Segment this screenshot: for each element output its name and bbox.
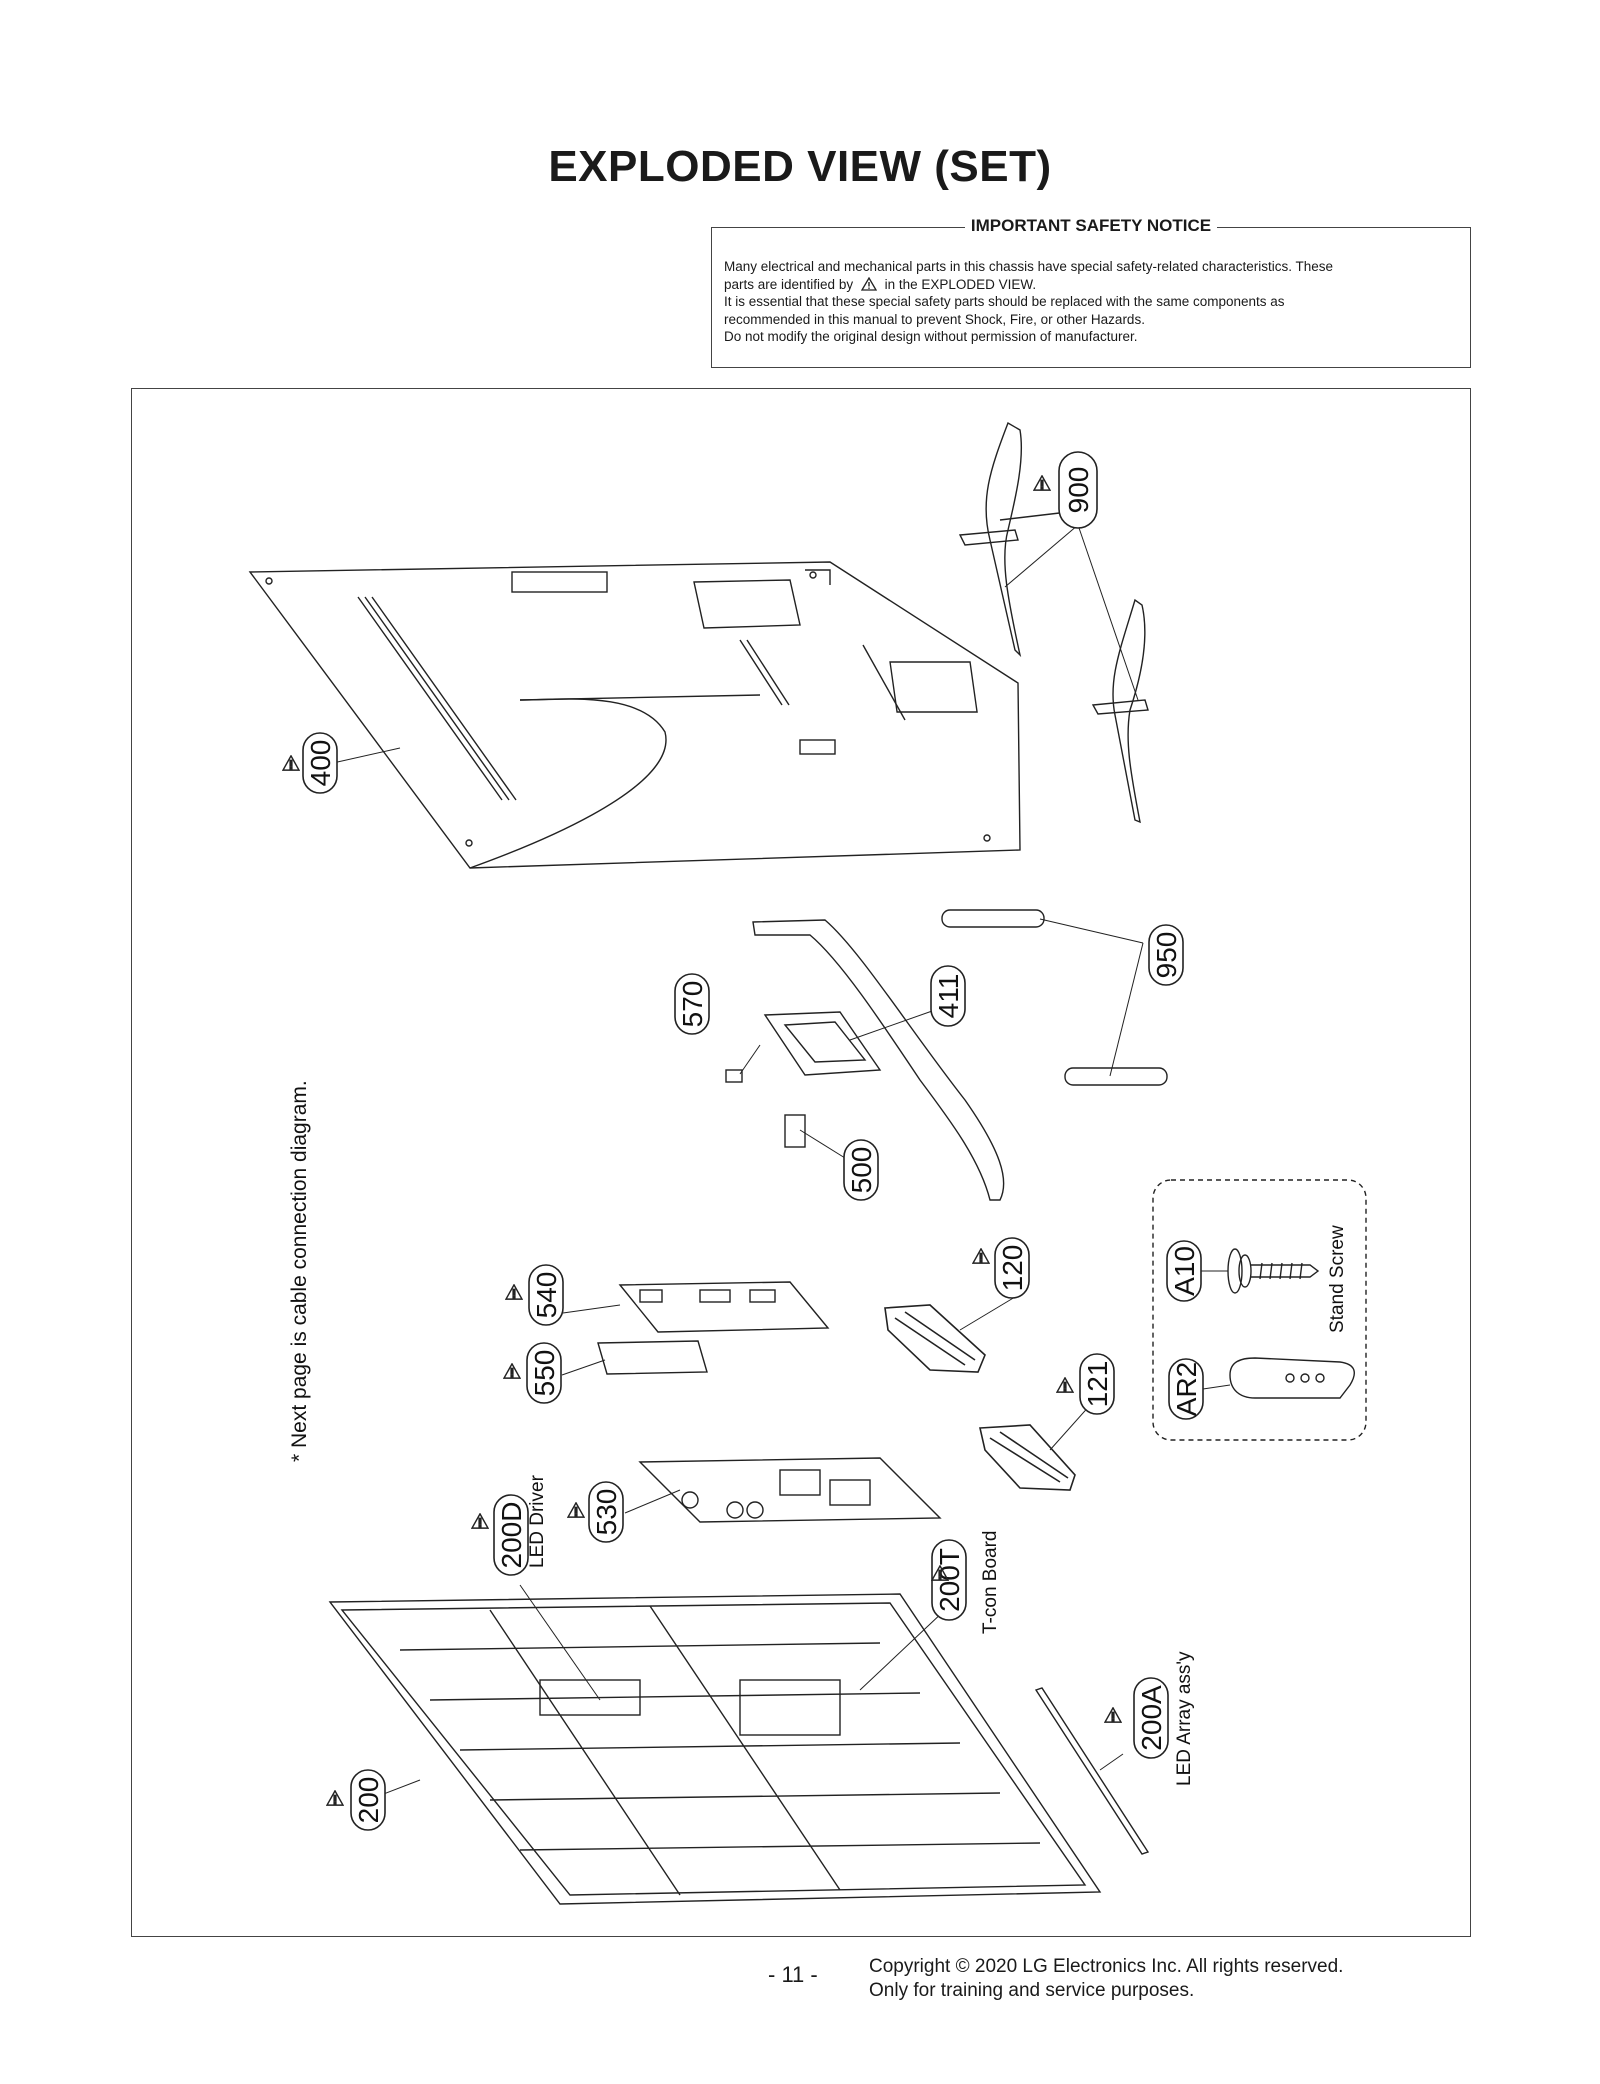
shield-covers-drawing: [884, 1304, 1076, 1491]
page-number: - 11 -: [768, 1962, 818, 1987]
svg-text:AR2: AR2: [1171, 1362, 1202, 1416]
svg-text:121: 121: [1082, 1361, 1113, 1408]
side-note: * Next page is cable connection diagram.: [288, 1080, 311, 1462]
warning-icon-120: [972, 1248, 990, 1264]
leader-lines: [332, 524, 1231, 1801]
callout-411: 411: [930, 965, 966, 1027]
power-board-drawing: [638, 1457, 942, 1523]
notice-line-5: Do not modify the original design withou…: [724, 329, 1138, 345]
main-board-drawing: [597, 1281, 830, 1375]
stand-bracket-drawing: [725, 919, 1005, 1201]
callout-950: 950: [1148, 924, 1184, 986]
callout-AR2: AR2: [1168, 1358, 1204, 1420]
label-stand-screw: Stand Screw: [1327, 1225, 1348, 1333]
callout-200T: 200T: [931, 1539, 967, 1621]
training-line: Only for training and service purposes.: [869, 1980, 1195, 2001]
stand-screw-drawing: [1227, 1248, 1320, 1294]
callout-121: 121: [1079, 1353, 1115, 1415]
callout-570: 570: [674, 973, 710, 1035]
warning-icon-540: [505, 1284, 523, 1300]
safety-notice-box: IMPORTANT SAFETY NOTICE Many electrical …: [711, 216, 1471, 368]
callout-400: 400: [302, 732, 338, 794]
notice-line-4: recommended in this manual to prevent Sh…: [724, 311, 1145, 327]
warning-icon-400: [282, 755, 300, 771]
callout-550: 550: [526, 1342, 562, 1404]
callout-500: 500: [843, 1139, 879, 1201]
svg-text:120: 120: [997, 1245, 1028, 1292]
svg-text:950: 950: [1151, 932, 1182, 979]
svg-text:A10: A10: [1169, 1246, 1200, 1296]
notice-line-2: parts are identified by in the EXPLODED …: [724, 276, 1037, 292]
svg-text:500: 500: [846, 1147, 877, 1194]
svg-text:200D: 200D: [496, 1502, 527, 1569]
callout-900: 900: [1058, 451, 1098, 529]
callout-540: 540: [528, 1264, 564, 1326]
warning-icon-200D: [471, 1513, 489, 1529]
label-led-array: LED Array ass'y: [1174, 1651, 1195, 1786]
svg-text:540: 540: [531, 1272, 562, 1319]
svg-text:900: 900: [1063, 467, 1094, 514]
magic-remote-drawing: [1229, 1357, 1356, 1399]
back-cover-drawing: [248, 561, 1021, 869]
remote-controls-drawing: [941, 909, 1168, 1086]
safety-notice-text: Many electrical and mechanical parts in …: [724, 258, 1458, 346]
callout-200A: 200A: [1133, 1677, 1169, 1759]
panel-assembly-drawing: [328, 1593, 1102, 1905]
exploded-view-frame: [131, 388, 1471, 1937]
safety-notice-heading: IMPORTANT SAFETY NOTICE: [964, 216, 1218, 235]
led-array-drawing: [1034, 1687, 1150, 1855]
callout-200D: 200D: [493, 1494, 529, 1576]
notice-line-1: Many electrical and mechanical parts in …: [724, 259, 1334, 274]
accessories-box: [1152, 1179, 1367, 1441]
svg-text:200: 200: [353, 1777, 384, 1824]
callout-120: 120: [994, 1237, 1030, 1299]
page-title: EXPLODED VIEW (SET): [548, 142, 1052, 191]
stand-legs-drawing: [958, 421, 1149, 824]
warning-icon-200A: [1104, 1707, 1122, 1723]
warning-icon-550: [503, 1363, 521, 1379]
label-tcon-board: T-con Board: [980, 1531, 1001, 1635]
callout-530: 530: [588, 1481, 624, 1543]
svg-text:570: 570: [677, 981, 708, 1028]
copyright-block: Copyright © 2020 LG Electronics Inc. All…: [869, 1955, 1343, 2003]
warning-icon-530: [567, 1502, 585, 1518]
warning-icon-200: [326, 1790, 344, 1806]
callout-A10: A10: [1166, 1240, 1202, 1302]
copyright-line: Copyright © 2020 LG Electronics Inc. All…: [869, 1956, 1344, 1977]
svg-text:550: 550: [529, 1350, 560, 1397]
svg-text:530: 530: [591, 1489, 622, 1536]
warning-icon-121: [1056, 1377, 1074, 1393]
svg-text:200A: 200A: [1136, 1685, 1167, 1751]
label-led-driver: LED Driver: [527, 1474, 548, 1568]
warning-icon: [860, 276, 877, 291]
svg-text:400: 400: [305, 740, 336, 787]
callout-200: 200: [350, 1769, 386, 1831]
warning-icon-900: [1033, 475, 1051, 491]
svg-text:411: 411: [933, 974, 964, 1019]
notice-line-3: It is essential that these special safet…: [724, 294, 1285, 310]
